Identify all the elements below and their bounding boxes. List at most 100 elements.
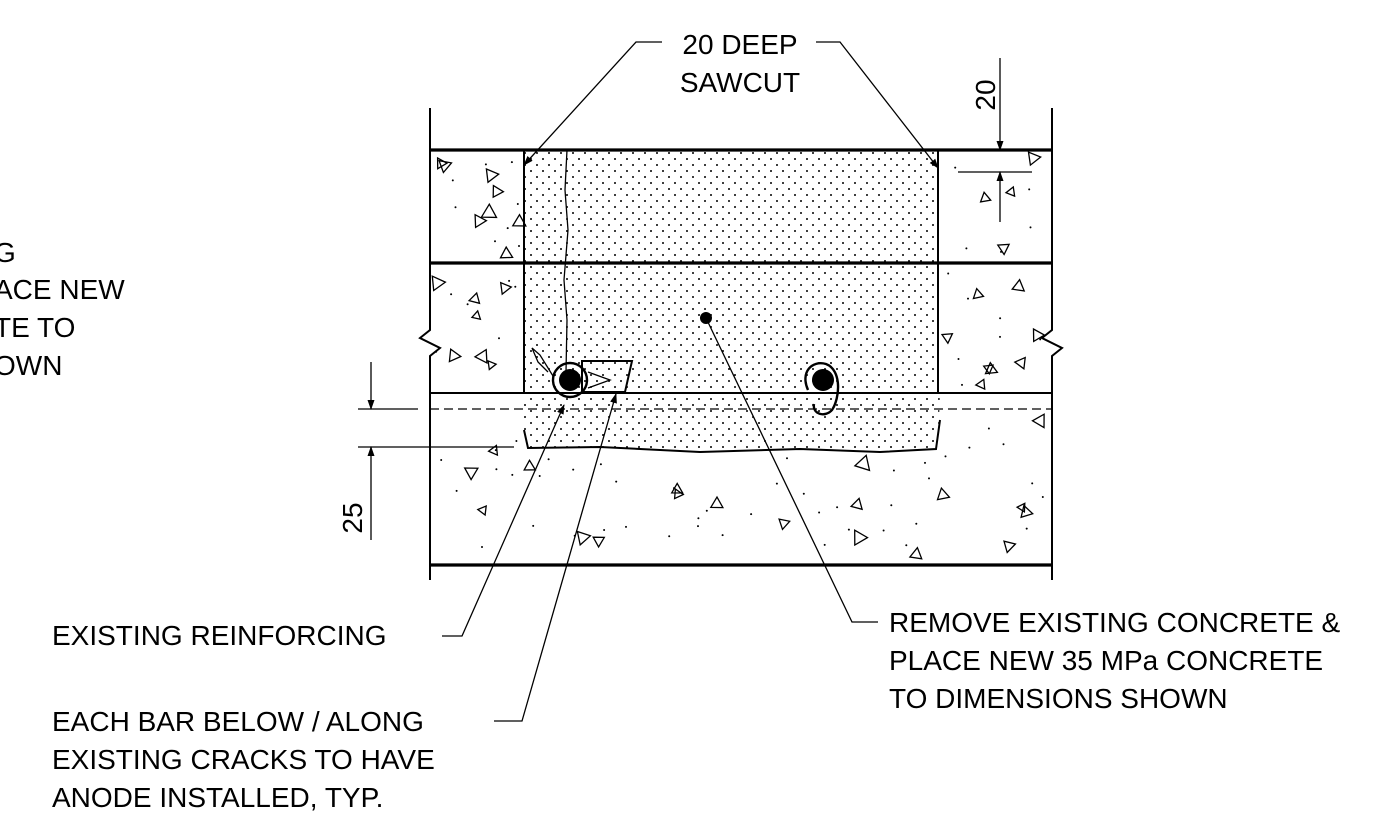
aggregate-speck — [1025, 527, 1028, 530]
aggregate-speck — [968, 446, 971, 449]
aggregate-speck — [818, 511, 821, 514]
aggregate-speck — [547, 458, 550, 461]
aggregate-stone — [984, 361, 999, 375]
aggregate-stone — [996, 243, 1011, 256]
aggregate-speck — [495, 468, 498, 471]
dimension-20 — [958, 58, 1032, 222]
aggregate-speck — [890, 504, 893, 507]
aggregate-speck — [510, 161, 513, 164]
aggregate-speck — [673, 487, 675, 490]
dimension-25-label: 25 — [337, 502, 368, 533]
existing-crack — [563, 149, 569, 373]
aggregate-speck — [516, 203, 519, 205]
aggregate-speck — [999, 317, 1002, 320]
reinforcing-bar-right — [804, 362, 840, 416]
aggregate-speck — [1041, 496, 1044, 498]
aggregate-speck — [882, 529, 885, 532]
aggregate-stone — [474, 213, 488, 229]
aggregate-stone — [1010, 278, 1026, 292]
aggregate-speck — [515, 440, 518, 442]
aggregate-speck — [1029, 226, 1032, 229]
aggregate-speck — [823, 543, 826, 546]
aggregate-stone — [473, 348, 488, 364]
aggregate-speck — [494, 449, 497, 452]
existing-concrete-aggregate — [431, 151, 1046, 560]
aggregate-speck — [538, 475, 541, 477]
aggregate-speck — [802, 492, 805, 495]
aggregate-stone — [485, 167, 500, 184]
aggregate-stone — [1027, 151, 1042, 167]
aggregate-stone — [487, 359, 498, 371]
aggregate-stone — [1032, 327, 1046, 343]
aggregate-speck — [506, 227, 509, 230]
aggregate-speck — [615, 480, 618, 483]
svg-text:G: G — [0, 237, 16, 268]
aggregate-speck — [1031, 482, 1034, 485]
aggregate-speck — [697, 517, 700, 520]
aggregate-stone — [463, 467, 480, 481]
anode-label-line3: ANODE INSTALLED, TYP. — [52, 782, 383, 813]
aggregate-speck — [1002, 443, 1005, 446]
aggregate-stone — [853, 454, 871, 472]
aggregate-stone — [940, 332, 954, 345]
svg-text:ACE NEW: ACE NEW — [0, 274, 125, 305]
aggregate-stone — [778, 518, 791, 531]
anode-unit — [581, 360, 634, 393]
new-concrete-patch — [524, 150, 940, 452]
aggregate-speck — [511, 473, 514, 476]
aggregate-stone — [1031, 413, 1045, 429]
dimension-25 — [358, 362, 514, 540]
aggregate-stone — [511, 213, 527, 227]
aggregate-speck — [965, 247, 968, 250]
aggregate-speck — [603, 529, 606, 531]
aggregate-speck — [721, 534, 724, 537]
aggregate-speck — [944, 455, 947, 458]
aggregate-stone — [972, 287, 985, 300]
anode-label-line2: EXISTING CRACKS TO HAVE — [52, 744, 435, 775]
aggregate-stone — [470, 309, 482, 321]
aggregate-stone — [936, 486, 951, 501]
aggregate-stone — [436, 156, 449, 170]
aggregate-speck — [668, 535, 671, 538]
aggregate-speck — [836, 506, 839, 509]
aggregate-speck — [508, 279, 511, 282]
aggregate-stone — [523, 459, 537, 471]
aggregate-speck — [514, 285, 517, 288]
aggregate-speck — [466, 303, 469, 306]
aggregate-speck — [928, 477, 930, 480]
aggregate-speck — [450, 293, 453, 296]
aggregate-speck — [1028, 188, 1031, 191]
aggregate-stone — [979, 191, 992, 203]
aggregate-stone — [1003, 540, 1017, 554]
aggregate-speck — [625, 525, 627, 528]
aggregate-speck — [484, 163, 487, 166]
aggregate-speck — [532, 524, 535, 527]
aggregate-speck — [999, 335, 1001, 338]
aggregate-stone — [1013, 356, 1026, 370]
aggregate-speck — [961, 383, 963, 386]
reinforcing-bar-left — [531, 347, 589, 399]
sawcut-leaders — [523, 41, 939, 169]
remove-label-line1: REMOVE EXISTING CONCRETE & — [889, 607, 1340, 638]
anode-label-line1: EACH BAR BELOW / ALONG — [52, 706, 424, 737]
aggregate-stone — [1004, 185, 1016, 198]
aggregate-stone — [974, 378, 986, 391]
aggregate-speck — [481, 546, 483, 548]
aggregate-stone — [576, 530, 592, 547]
aggregate-speck — [847, 528, 850, 531]
dimension-20-label: 20 — [970, 79, 1001, 110]
svg-text:OWN: OWN — [0, 350, 62, 381]
aggregate-speck — [572, 468, 575, 471]
aggregate-stone — [492, 184, 505, 199]
aggregate-speck — [967, 297, 969, 300]
remove-label-line3: TO DIMENSIONS SHOWN — [889, 683, 1228, 714]
aggregate-speck — [705, 509, 708, 512]
aggregate-stone — [448, 348, 463, 363]
aggregate-stone — [499, 245, 514, 259]
remove-concrete-leader — [705, 317, 878, 623]
aggregate-speck — [518, 245, 520, 247]
aggregate-stone — [673, 487, 685, 500]
aggregate-speck — [454, 206, 457, 209]
aggregate-stone — [476, 504, 487, 517]
